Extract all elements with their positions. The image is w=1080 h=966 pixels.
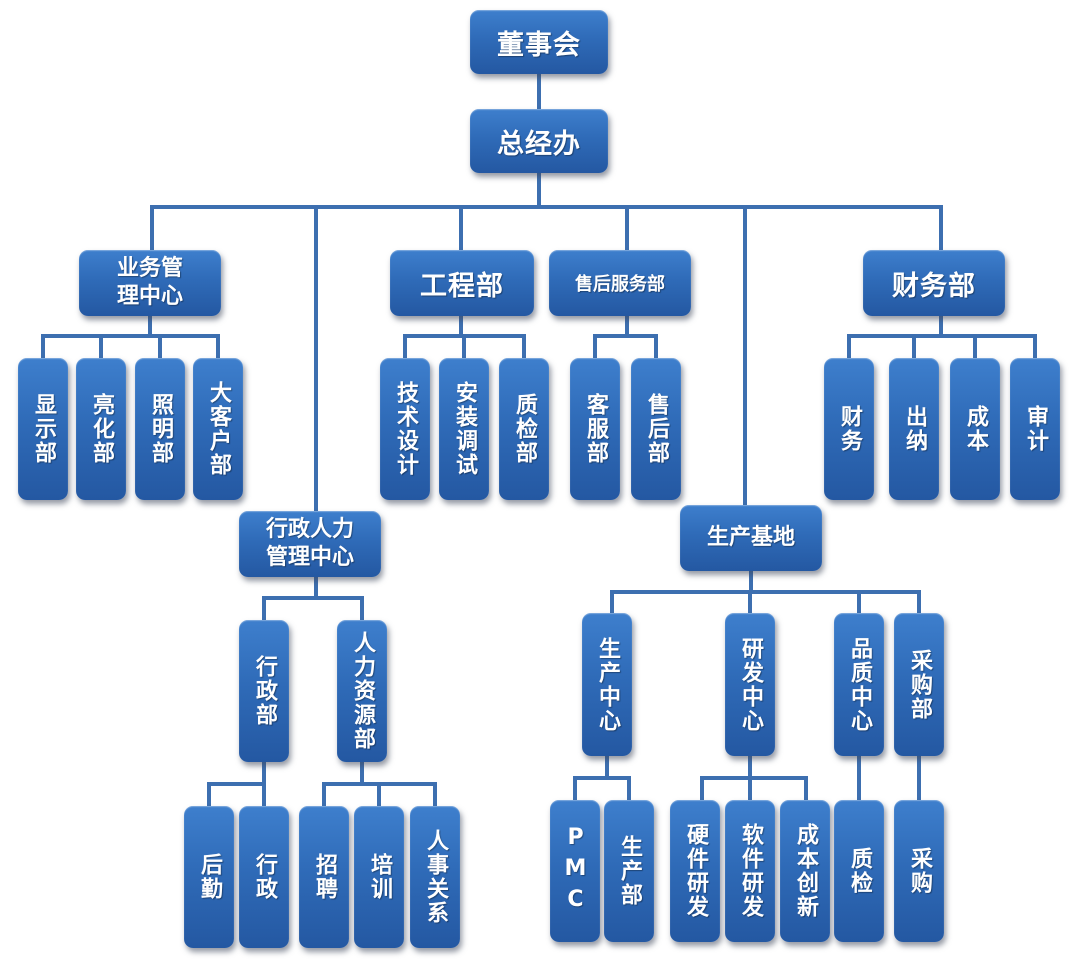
node-qc[interactable]: 质检 (834, 800, 884, 942)
node-cost[interactable]: 成本 (950, 358, 1000, 500)
node-business-center-line1: 业务管 (116, 256, 183, 281)
node-cost-innovation[interactable]: 成本创新 (780, 800, 830, 942)
node-hr-dept[interactable]: 人力资源部 (337, 620, 387, 762)
node-customer-service-dept[interactable]: 客服部 (570, 358, 620, 500)
node-tech-design[interactable]: 技术设计 (380, 358, 430, 500)
node-admin-dept[interactable]: 行政部 (239, 620, 289, 762)
node-lighting-deco-dept[interactable]: 亮化部 (76, 358, 126, 500)
node-audit[interactable]: 审计 (1010, 358, 1060, 500)
node-admin-hr-center-line2: 管理中心 (265, 545, 354, 570)
node-finance-dept[interactable]: 财务部 (863, 250, 1005, 316)
node-display-dept[interactable]: 显示部 (18, 358, 68, 500)
node-hardware-rd[interactable]: 硬件研发 (670, 800, 720, 942)
node-install-debug[interactable]: 安装调试 (439, 358, 489, 500)
node-business-center[interactable]: 业务管 理中心 (79, 250, 221, 316)
node-personnel-relations[interactable]: 人事关系 (410, 806, 460, 948)
node-engineering-dept[interactable]: 工程部 (390, 250, 534, 316)
node-purchasing-dept[interactable]: 采购部 (894, 613, 944, 756)
node-after-sales-dept[interactable]: 售后服务部 (549, 250, 691, 316)
node-admin-hr-center[interactable]: 行政人力 管理中心 (239, 511, 381, 577)
node-quality-inspection-dept[interactable]: 质检部 (499, 358, 549, 500)
node-administration[interactable]: 行政 (239, 806, 289, 948)
node-lighting-dept[interactable]: 照明部 (135, 358, 185, 500)
node-business-center-line2: 理中心 (116, 284, 183, 309)
node-finance[interactable]: 财务 (824, 358, 874, 500)
node-pmc[interactable]: PMC (550, 800, 600, 942)
node-production-base[interactable]: 生产基地 (680, 505, 822, 571)
node-general-office[interactable]: 总经办 (470, 109, 608, 173)
node-production-dept[interactable]: 生产部 (604, 800, 654, 942)
node-software-rd[interactable]: 软件研发 (725, 800, 775, 942)
node-logistics[interactable]: 后勤 (184, 806, 234, 948)
node-quality-center[interactable]: 品质中心 (834, 613, 884, 756)
node-board[interactable]: 董事会 (470, 10, 608, 74)
node-after-sales-subdept[interactable]: 售后部 (631, 358, 681, 500)
node-rd-center[interactable]: 研发中心 (725, 613, 775, 756)
node-production-center[interactable]: 生产中心 (582, 613, 632, 756)
node-key-account-dept[interactable]: 大客户部 (193, 358, 243, 500)
node-cashier[interactable]: 出纳 (889, 358, 939, 500)
node-training[interactable]: 培训 (354, 806, 404, 948)
node-recruitment[interactable]: 招聘 (299, 806, 349, 948)
node-purchasing[interactable]: 采购 (894, 800, 944, 942)
node-admin-hr-center-line1: 行政人力 (265, 517, 354, 542)
